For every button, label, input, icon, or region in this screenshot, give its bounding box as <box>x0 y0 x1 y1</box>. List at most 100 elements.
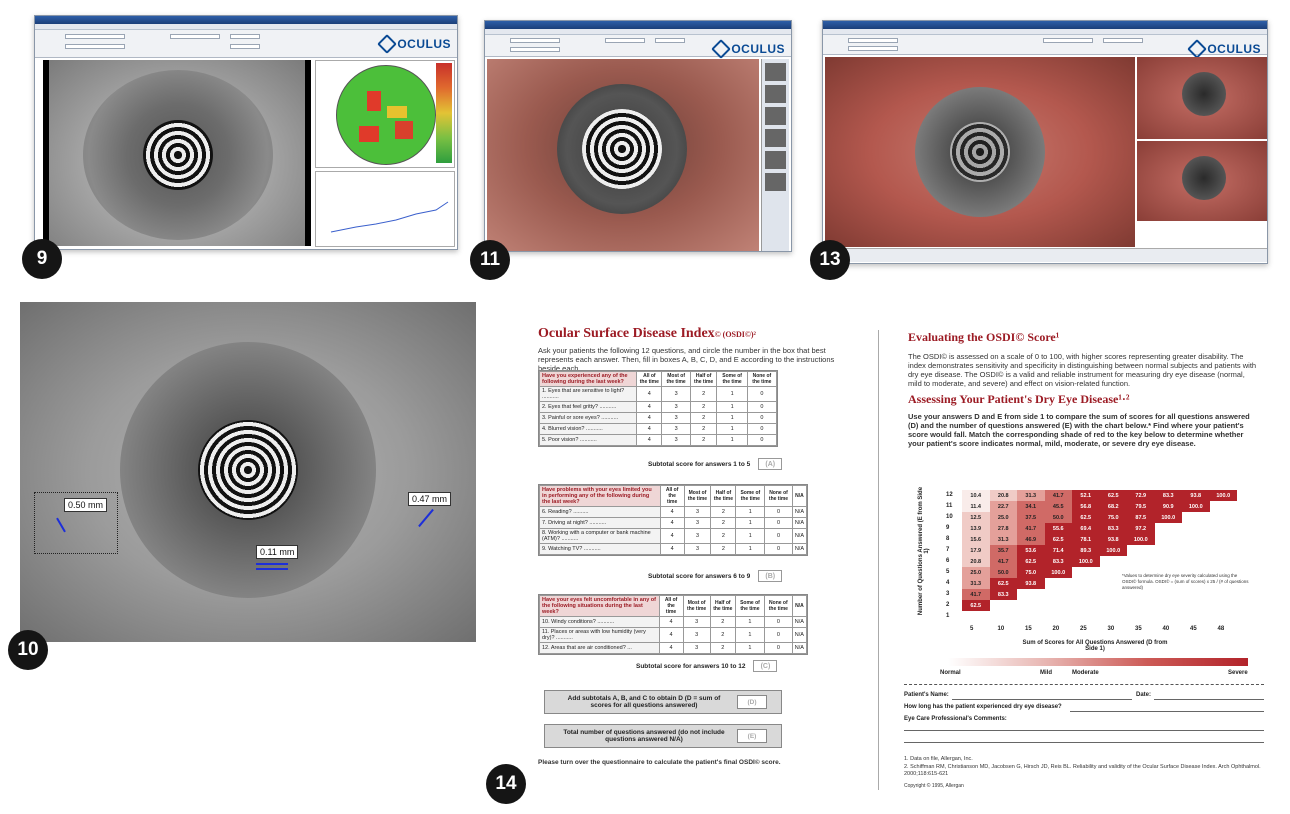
score-cell[interactable]: 0 <box>764 543 793 555</box>
score-cell[interactable]: 0 <box>746 401 778 413</box>
score-cell[interactable]: 0 <box>746 434 778 446</box>
score-cell[interactable]: 4 <box>659 543 685 555</box>
score-cell[interactable]: 0 <box>746 386 778 402</box>
score-cell[interactable]: 0 <box>764 528 793 544</box>
box-a[interactable]: (A) <box>758 458 783 470</box>
field[interactable] <box>1103 38 1143 43</box>
score-cell[interactable]: 4 <box>659 528 685 544</box>
thumbnail[interactable] <box>765 85 786 103</box>
score-cell[interactable]: 2 <box>709 642 736 654</box>
score-cell[interactable]: 1 <box>716 423 748 435</box>
score-cell[interactable]: 1 <box>735 528 766 544</box>
score-cell[interactable]: 1 <box>716 386 748 402</box>
score-cell[interactable]: 3 <box>661 434 691 446</box>
score-cell[interactable]: 4 <box>636 386 663 402</box>
score-cell[interactable]: 2 <box>689 434 718 446</box>
na-cell[interactable]: N/A <box>791 642 808 654</box>
na-cell[interactable]: N/A <box>791 528 808 544</box>
score-cell[interactable]: 4 <box>636 423 663 435</box>
score-cell[interactable]: 0 <box>763 627 793 643</box>
selection-box[interactable] <box>34 492 118 554</box>
score-cell[interactable]: 3 <box>682 642 711 654</box>
comment-line[interactable] <box>904 730 1264 731</box>
score-cell[interactable]: 2 <box>689 423 718 435</box>
score-cell[interactable]: 4 <box>636 412 663 424</box>
thumbnail[interactable] <box>765 63 786 81</box>
score-cell[interactable]: 3 <box>682 627 711 643</box>
score-cell[interactable]: 2 <box>709 627 736 643</box>
score-cell[interactable]: 0 <box>746 412 778 424</box>
score-cell[interactable]: 2 <box>689 386 718 402</box>
na-cell[interactable]: N/A <box>791 627 808 643</box>
score-cell[interactable]: 3 <box>683 506 712 518</box>
score-cell[interactable]: 4 <box>636 401 663 413</box>
box-e[interactable]: (E) <box>737 729 767 743</box>
score-cell[interactable]: 3 <box>661 386 691 402</box>
field[interactable] <box>230 44 260 49</box>
na-cell[interactable]: N/A <box>791 543 808 555</box>
field[interactable] <box>848 38 898 43</box>
field[interactable] <box>230 34 260 39</box>
na-cell[interactable]: N/A <box>791 506 808 518</box>
date-field[interactable] <box>1154 699 1264 700</box>
menu-bar[interactable] <box>35 24 457 30</box>
score-cell[interactable]: 3 <box>661 412 691 424</box>
score-cell[interactable]: 1 <box>716 401 748 413</box>
box-d[interactable]: (D) <box>737 695 767 709</box>
thumbnail[interactable] <box>765 107 786 125</box>
score-cell[interactable]: 3 <box>683 543 712 555</box>
score-cell[interactable]: 1 <box>735 506 766 518</box>
score-cell[interactable]: 2 <box>689 412 718 424</box>
patient-name-field[interactable] <box>952 699 1132 700</box>
thumbnail[interactable] <box>765 151 786 169</box>
score-cell[interactable]: 1 <box>716 412 748 424</box>
score-cell[interactable]: 3 <box>661 401 691 413</box>
thumbnail-strip[interactable] <box>761 59 789 251</box>
score-cell[interactable]: 1 <box>734 642 765 654</box>
na-cell[interactable]: N/A <box>791 616 808 628</box>
score-cell[interactable]: 0 <box>763 616 793 628</box>
how-long-field[interactable] <box>1070 711 1264 712</box>
field[interactable] <box>65 34 125 39</box>
score-cell[interactable]: 2 <box>709 616 736 628</box>
field[interactable] <box>510 38 560 43</box>
score-cell[interactable]: 4 <box>658 642 684 654</box>
score-cell[interactable]: 2 <box>710 543 737 555</box>
na-cell[interactable]: N/A <box>791 517 808 529</box>
score-cell[interactable]: 1 <box>716 434 748 446</box>
field[interactable] <box>848 46 898 51</box>
score-cell[interactable]: 1 <box>734 616 765 628</box>
field[interactable] <box>170 34 220 39</box>
menu-bar[interactable] <box>485 29 791 35</box>
score-cell[interactable]: 4 <box>658 627 684 643</box>
score-cell[interactable]: 0 <box>746 423 778 435</box>
score-cell[interactable]: 3 <box>661 423 691 435</box>
options-bar[interactable] <box>825 248 1267 262</box>
score-cell[interactable]: 0 <box>763 642 793 654</box>
score-cell[interactable]: 3 <box>682 616 711 628</box>
score-cell[interactable]: 4 <box>659 517 685 529</box>
score-cell[interactable]: 2 <box>710 517 737 529</box>
score-cell[interactable]: 1 <box>734 627 765 643</box>
box-c[interactable]: (C) <box>753 660 778 672</box>
field[interactable] <box>655 38 685 43</box>
score-cell[interactable]: 0 <box>764 517 793 529</box>
score-cell[interactable]: 4 <box>658 616 684 628</box>
box-b[interactable]: (B) <box>758 570 783 582</box>
field[interactable] <box>1043 38 1093 43</box>
score-cell[interactable]: 2 <box>710 528 737 544</box>
thumbnail[interactable] <box>765 173 786 191</box>
score-cell[interactable]: 0 <box>764 506 793 518</box>
field[interactable] <box>510 47 560 52</box>
score-cell[interactable]: 3 <box>683 528 712 544</box>
score-cell[interactable]: 1 <box>735 543 766 555</box>
comment-line[interactable] <box>904 742 1264 743</box>
score-cell[interactable]: 4 <box>659 506 685 518</box>
field[interactable] <box>605 38 645 43</box>
score-cell[interactable]: 4 <box>636 434 663 446</box>
score-cell[interactable]: 2 <box>710 506 737 518</box>
score-cell[interactable]: 1 <box>735 517 766 529</box>
score-cell[interactable]: 2 <box>689 401 718 413</box>
score-cell[interactable]: 3 <box>683 517 712 529</box>
menu-bar[interactable] <box>823 29 1267 35</box>
